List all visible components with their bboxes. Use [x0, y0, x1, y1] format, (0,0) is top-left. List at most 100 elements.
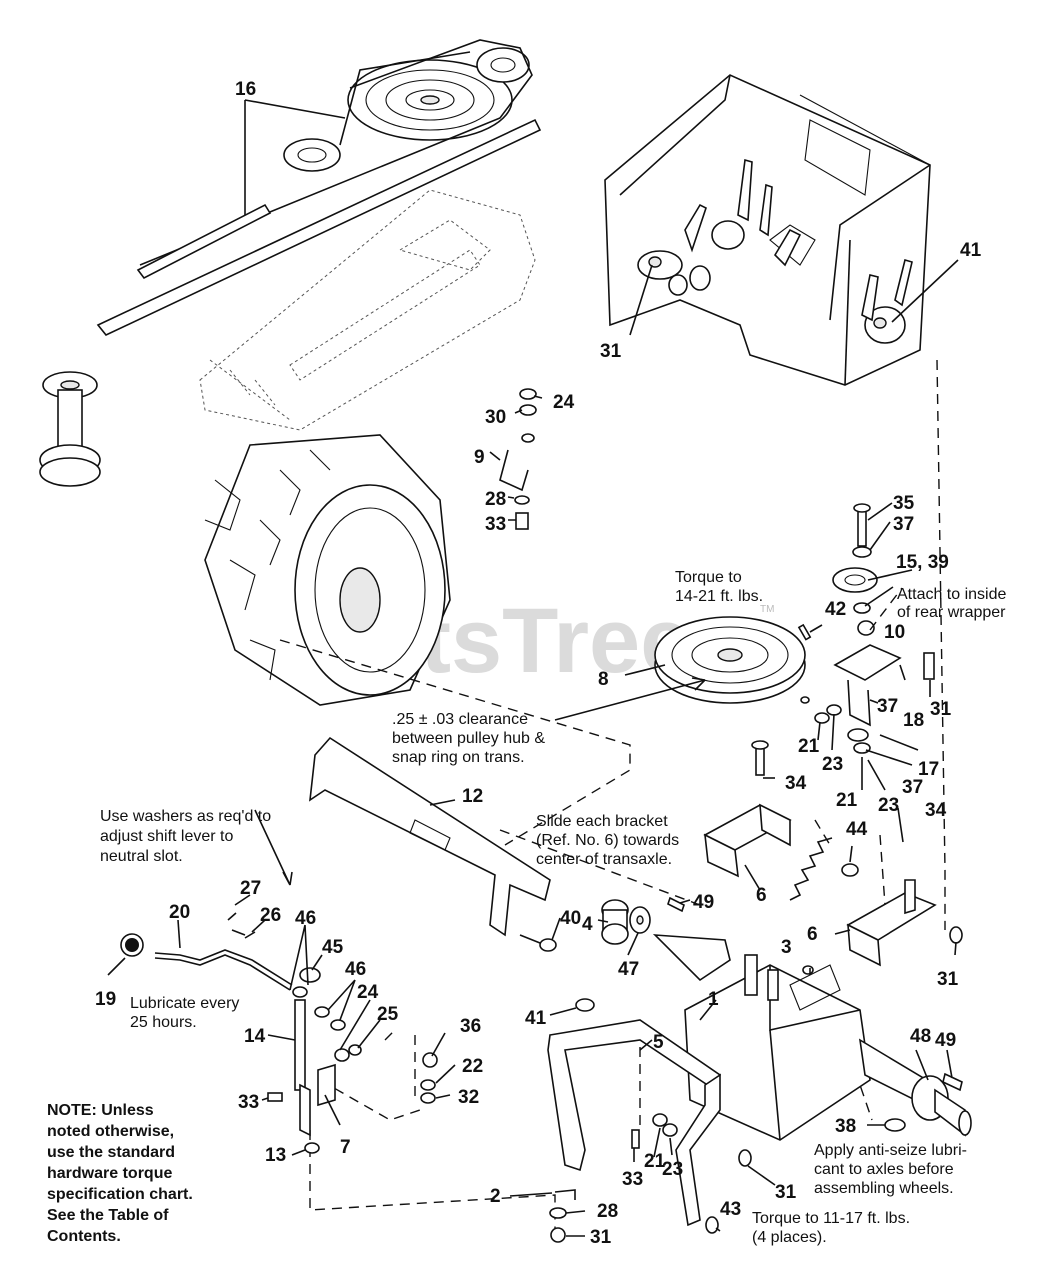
callout-26: 26 — [260, 905, 281, 926]
frame-outline-ghost — [199, 189, 536, 431]
callout-21: 21 — [836, 790, 858, 811]
callout-18: 18 — [903, 710, 924, 731]
callout-5: 5 — [653, 1032, 664, 1053]
callout-37: 37 — [893, 514, 914, 535]
general-note-7: Contents. — [47, 1228, 121, 1245]
callout-9: 9 — [474, 447, 485, 468]
callout-30: 30 — [485, 407, 506, 428]
callout-42: 42 — [825, 599, 846, 620]
callout-31: 31 — [600, 341, 622, 362]
callout-21: 21 — [644, 1151, 666, 1172]
callout-16: 16 — [235, 79, 256, 100]
torque-note-top-2: 14-21 ft. lbs. — [675, 588, 763, 605]
callout-31: 31 — [590, 1227, 612, 1248]
callout-45: 45 — [322, 937, 344, 958]
slide-note-2: (Ref. No. 6) towards — [536, 832, 679, 849]
general-note-6: See the Table of — [47, 1207, 169, 1224]
callout-20: 20 — [169, 902, 190, 923]
callout-31: 31 — [930, 699, 952, 720]
callout-19: 19 — [95, 989, 116, 1010]
torque-note-bottom: Torque to 11-17 ft. lbs. — [752, 1210, 910, 1227]
idler-spacer — [39, 371, 101, 487]
axle-support-bracket — [309, 736, 557, 952]
washers-note: Use washers as req'd to — [100, 808, 271, 825]
callout-47: 47 — [618, 959, 639, 980]
callout-33: 33 — [485, 514, 506, 535]
callout-2: 2 — [490, 1186, 501, 1207]
callout-31: 31 — [937, 969, 959, 990]
washers-note-2: adjust shift lever to — [100, 828, 234, 845]
callout-34: 34 — [785, 773, 807, 794]
annotation-notes: Torque to 14-21 ft. lbs. Attach to insid… — [47, 569, 1007, 1246]
transmission-pulley — [654, 616, 806, 704]
trademark: TM — [760, 604, 774, 615]
callout-37: 37 — [902, 777, 923, 798]
callout-44: 44 — [846, 819, 868, 840]
lubricate-note-2: 25 hours. — [130, 1014, 197, 1031]
antiseize-note-2: cant to axles before — [814, 1161, 954, 1178]
callout-38: 38 — [835, 1116, 856, 1137]
attach-note-2: of rear wrapper — [897, 604, 1006, 621]
clearance-note: .25 ± .03 clearance — [392, 711, 528, 728]
antiseize-note: Apply anti-seize lubri- — [814, 1142, 967, 1159]
torque-note-bottom-2: (4 places). — [752, 1229, 827, 1246]
slide-note: Slide each bracket — [536, 813, 668, 830]
callout-41: 41 — [525, 1008, 547, 1029]
return-spring — [789, 837, 859, 901]
callout-27: 27 — [240, 878, 261, 899]
callout-48: 48 — [910, 1026, 931, 1047]
callout-22: 22 — [462, 1056, 483, 1077]
callout-7: 7 — [340, 1137, 351, 1158]
shift-lever-assembly — [120, 912, 438, 1154]
general-note-4: hardware torque — [47, 1165, 172, 1182]
callout-13: 13 — [265, 1145, 286, 1166]
callout-8: 8 — [598, 669, 609, 690]
callout-numbers: 16 31 41 24 30 9 28 33 35 37 15, 39 42 1… — [95, 79, 982, 1248]
lower-hardware — [549, 1189, 576, 1243]
transaxle-bracket-lower — [846, 879, 963, 967]
callout-14: 14 — [244, 1026, 266, 1047]
callout-23: 23 — [662, 1159, 683, 1180]
hardware-stack-left — [499, 388, 537, 530]
callout-23: 23 — [878, 795, 899, 816]
callout-46: 46 — [295, 908, 316, 929]
callout-4: 4 — [582, 914, 593, 935]
transaxle-unit — [652, 934, 972, 1141]
callout-41: 41 — [960, 240, 982, 261]
axle-bushing-parts — [601, 896, 685, 945]
callout-6: 6 — [807, 924, 818, 945]
callout-25: 25 — [377, 1004, 399, 1025]
callout-23: 23 — [822, 754, 843, 775]
callout-12: 12 — [462, 786, 483, 807]
transaxle-bracket-upper — [703, 803, 792, 878]
callout-37: 37 — [877, 696, 898, 717]
callout-1: 1 — [708, 989, 719, 1010]
drive-belt-assembly — [96, 39, 542, 336]
callout-49: 49 — [935, 1030, 956, 1051]
callout-10: 10 — [884, 622, 905, 643]
callout-28: 28 — [485, 489, 506, 510]
callout-15-39: 15, 39 — [896, 552, 949, 573]
callout-49: 49 — [693, 892, 714, 913]
callout-43: 43 — [720, 1199, 741, 1220]
general-note: NOTE: Unless — [47, 1102, 154, 1119]
callout-33: 33 — [622, 1169, 643, 1190]
attach-note: Attach to inside — [897, 586, 1007, 603]
lubricate-note: Lubricate every — [130, 995, 239, 1012]
callout-34: 34 — [925, 800, 947, 821]
callout-40: 40 — [560, 908, 581, 929]
antiseize-note-3: assembling wheels. — [814, 1180, 954, 1197]
clearance-note-3: snap ring on trans. — [392, 749, 525, 766]
lower-frame-bracket — [547, 998, 752, 1234]
callout-24: 24 — [357, 982, 379, 1003]
idler-pulley-assembly — [832, 503, 903, 636]
slide-note-3: center of transaxle. — [536, 851, 672, 868]
torque-note-top: Torque to — [675, 569, 742, 586]
callout-46: 46 — [345, 959, 366, 980]
callout-33: 33 — [238, 1092, 259, 1113]
clearance-note-2: between pulley hub & — [392, 730, 545, 747]
callout-28: 28 — [597, 1201, 618, 1222]
idler-bracket — [751, 623, 935, 776]
general-note-3: use the standard — [47, 1144, 175, 1161]
